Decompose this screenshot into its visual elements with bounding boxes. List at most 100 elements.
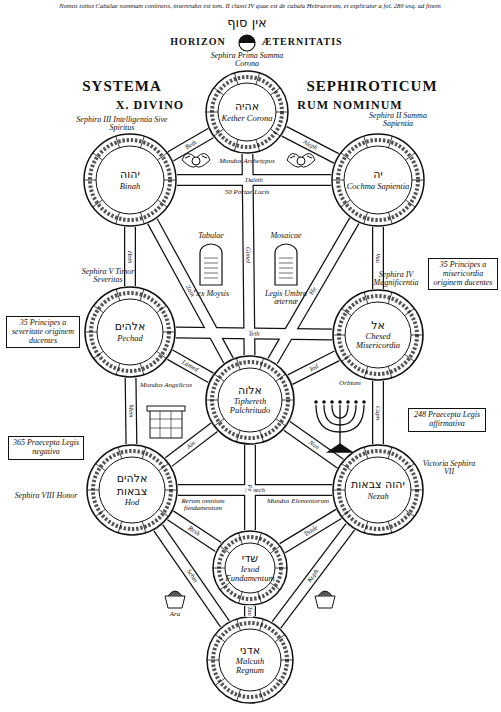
box-text: 35 Principes a severitate originem ducen… — [10, 319, 76, 345]
ring-divider — [220, 583, 230, 590]
name-ring — [219, 537, 281, 599]
name-ring — [339, 451, 417, 529]
ring-divider — [87, 490, 99, 491]
ring-divider — [388, 292, 392, 303]
annotation-text: Orbium — [325, 380, 375, 387]
name-ring — [93, 451, 171, 529]
annotation-text: Ara — [160, 611, 190, 618]
channel-inner — [177, 175, 331, 185]
ring-divider — [140, 363, 144, 374]
ring-divider — [84, 180, 96, 181]
sephira-heading: Sephira II Summa Sapientia — [356, 112, 440, 129]
divine-name: אהיה — [235, 101, 259, 113]
circle-content: אלהיםPechad — [99, 301, 161, 363]
sephira-circle: אלוהTiphereth Pulchritudo — [205, 355, 295, 445]
channel-label: He — [308, 285, 318, 297]
inner-ring — [219, 629, 281, 691]
ring-divider — [96, 464, 106, 471]
box-text: 248 Praecepta Legis affirmativa — [412, 411, 482, 429]
ring-divider — [158, 153, 168, 160]
title-text: אין סוף — [207, 16, 287, 30]
ring-divider — [275, 568, 287, 569]
ring-divider — [270, 546, 280, 553]
title-text: HORIZON — [158, 37, 238, 48]
ring-divider — [405, 509, 415, 516]
annotation-text: 50 Portae Lucis — [215, 189, 279, 196]
outer-ring — [207, 617, 293, 703]
channel-inner — [125, 227, 135, 286]
sephira-name: Iesod Fundamentum — [225, 565, 274, 583]
sephira-name: Malcuth Regnum — [221, 657, 279, 675]
ring-divider — [96, 509, 106, 516]
channel-inner — [276, 527, 350, 625]
ring-divider — [157, 351, 167, 358]
circle-content: יהCochma Sapientia — [346, 148, 410, 212]
channel-inner — [290, 356, 337, 380]
ring-divider — [116, 212, 120, 223]
channel-inner — [282, 514, 338, 548]
ring-divider — [281, 660, 293, 661]
ring-divider — [207, 660, 219, 661]
outer-ring — [206, 356, 294, 444]
channel-label: Tau — [247, 605, 254, 617]
channel-label: Gimel — [245, 246, 252, 264]
cherub-left — [182, 153, 210, 167]
vessel-left — [165, 591, 185, 608]
annotation-text: Rerum omnium fundamentum — [163, 498, 243, 513]
ring-divider — [388, 521, 392, 532]
ring-divider — [364, 136, 368, 147]
ring-divider — [116, 289, 120, 300]
ring-divider — [276, 374, 286, 381]
channel-label: Mem — [128, 403, 135, 418]
annotation-text: Mundus Archetypus — [215, 158, 279, 165]
note-box: 35 Principes a severitate originem ducen… — [6, 316, 80, 348]
ring-divider — [159, 509, 169, 516]
divine-name: אל — [371, 320, 385, 332]
divine-name: יהוה צבאות — [351, 479, 405, 491]
name-ring — [213, 623, 287, 697]
ring-divider — [116, 136, 120, 147]
outer-ring — [332, 134, 424, 226]
ring-divider — [406, 153, 416, 160]
channel-band — [290, 356, 337, 380]
ring-divider — [270, 583, 280, 590]
ring-divider — [341, 153, 351, 160]
ring-divider — [116, 363, 120, 374]
channel-label: Beth — [183, 138, 198, 151]
outer-ring — [333, 445, 423, 535]
name-ring — [91, 293, 169, 371]
channel-band — [171, 133, 211, 156]
ring-divider — [389, 136, 393, 147]
divine-name: אדני — [240, 645, 260, 657]
divine-name: יהוה — [120, 169, 140, 181]
ring-divider — [270, 129, 280, 136]
outer-ring — [206, 71, 288, 153]
tablet-left — [200, 244, 222, 285]
ring-divider — [275, 678, 285, 685]
horizon-disc — [239, 35, 255, 51]
ring-divider — [142, 447, 146, 458]
ring-divider — [157, 306, 167, 313]
ring-divider — [282, 400, 294, 401]
ring-divider — [215, 635, 225, 642]
ring-divider — [159, 464, 169, 471]
menorah-symbol — [314, 400, 366, 452]
ring-divider — [270, 88, 280, 95]
ring-divider — [276, 112, 288, 113]
ring-divider — [141, 212, 145, 223]
sephira-name: Chesed Misericordia — [347, 332, 409, 350]
ring-divider — [333, 490, 345, 491]
name-ring — [212, 362, 288, 438]
sephira-heading: Victoria Sephira VII — [420, 460, 478, 477]
inner-ring — [218, 368, 282, 432]
circle-content: אדניMalcuth Regnum — [221, 631, 279, 689]
ring-divider — [405, 464, 415, 471]
inner-ring — [345, 302, 411, 368]
ring-divider — [214, 88, 224, 95]
channel-band — [170, 515, 218, 547]
sephira-circle: אדניMalcuth Regnum — [206, 616, 294, 704]
circle-content: אלהים צבאותHod — [101, 459, 163, 521]
annotation-text: Legis Umbra æternæ — [261, 290, 311, 307]
title-text: Nomus totius Cabalae summam continens, i… — [3, 3, 497, 10]
ring-divider — [256, 140, 260, 151]
